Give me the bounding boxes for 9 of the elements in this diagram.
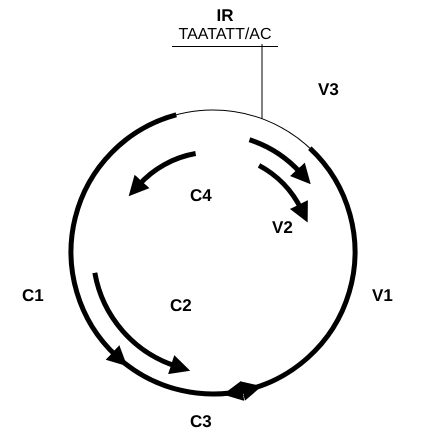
gene-label: V2: [272, 218, 293, 238]
gene-label: C1: [22, 286, 44, 306]
gene-label: V1: [372, 286, 393, 306]
gene-label: C4: [190, 186, 212, 206]
gene-label: C2: [170, 296, 192, 316]
gene-label: C3: [190, 412, 212, 432]
sequence-label: TAATATT/AC: [172, 26, 278, 47]
region-label: IR: [216, 6, 234, 26]
gene-label: V3: [318, 80, 339, 100]
